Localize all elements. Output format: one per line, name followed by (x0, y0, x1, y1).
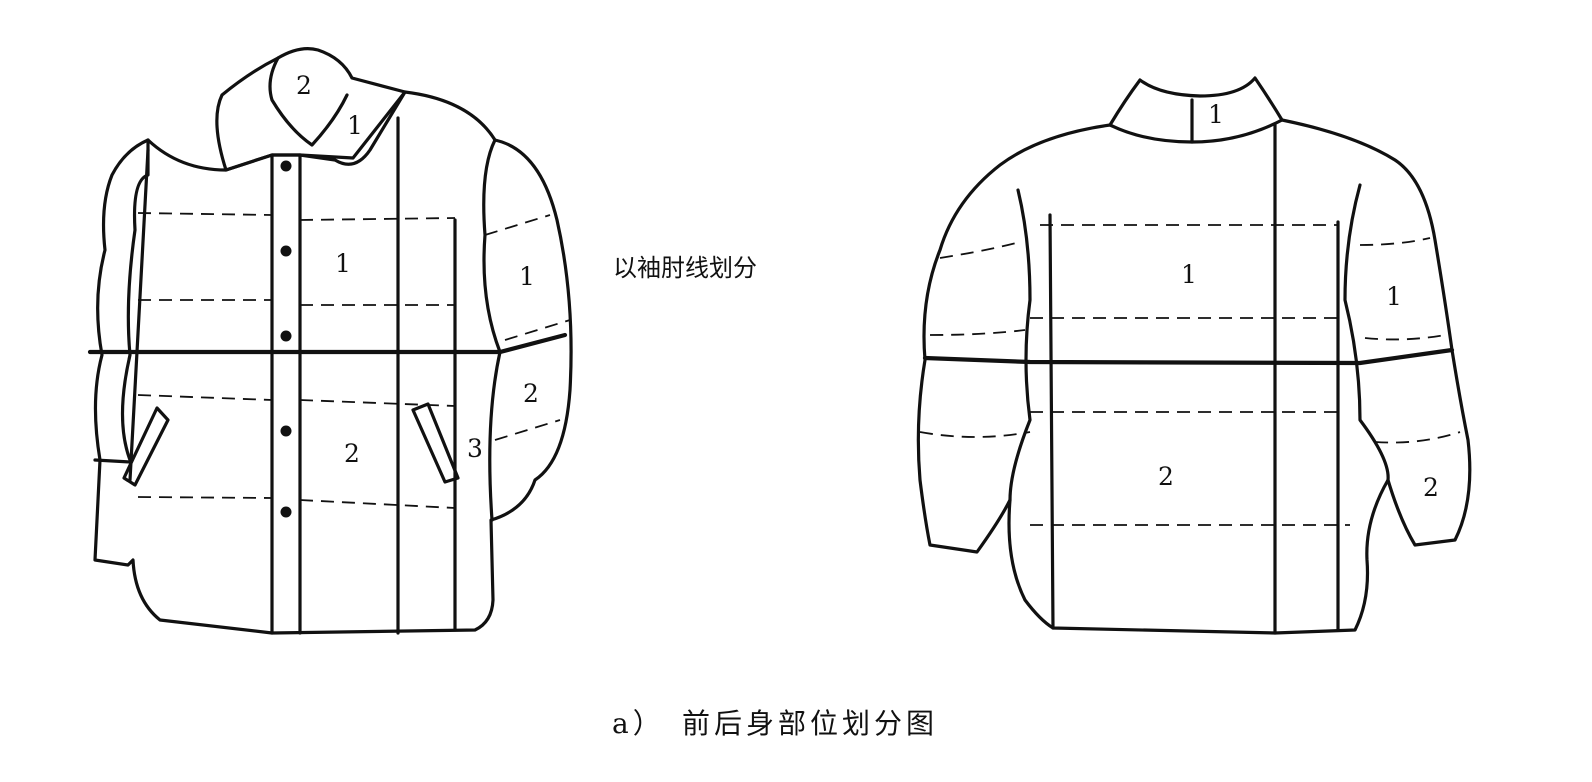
caption-title: 前后身部位划分图 (682, 707, 938, 740)
front-button-5 (280, 506, 292, 518)
back-right-sleeve-seam (1343, 183, 1390, 482)
front-dash-1 (137, 212, 273, 216)
front-right-sleeve-seam (482, 138, 502, 522)
front-placket-label: 3 (467, 434, 483, 463)
back-upper-sleeve-label: 1 (1386, 282, 1402, 311)
front-dash-11 (299, 499, 456, 509)
front-right-pocket-flap (411, 402, 460, 484)
front-body-outline (93, 90, 573, 635)
back-dash-2 (939, 241, 1021, 259)
front-elbow-line (87, 332, 568, 355)
caption-letter: a） (612, 707, 665, 740)
front-lower-sleeve-label: 2 (523, 379, 539, 408)
front-dash-6 (504, 319, 571, 341)
front-upper-sleeve-label: 1 (519, 262, 535, 291)
front-lower-body-label: 2 (344, 439, 360, 468)
back-collar-label: 1 (1208, 100, 1224, 129)
front-left-pocket-flap (122, 406, 170, 487)
front-collar-outer-label: 1 (347, 111, 363, 140)
back-lower-body-label: 2 (1158, 462, 1174, 491)
front-collar-inner (268, 56, 349, 147)
front-collar (215, 47, 407, 172)
elbow-line-annotation: 以袖肘线划分 (613, 254, 757, 282)
back-dash-9 (1374, 431, 1461, 444)
back-dash-3 (1359, 237, 1431, 246)
front-dash-8 (299, 399, 456, 407)
front-dash-2 (299, 217, 456, 221)
back-dash-5 (929, 329, 1026, 336)
back-lower-sleeve-label: 2 (1423, 473, 1439, 502)
front-upper-body-label: 1 (335, 249, 351, 278)
back-left-sleeve-seam (1008, 188, 1032, 502)
front-left-pocket-line (128, 148, 150, 482)
back-dash-6 (1364, 334, 1446, 341)
back-elbow-line (922, 347, 1455, 366)
front-button-1 (280, 160, 292, 172)
front-dash-9 (494, 419, 561, 441)
front-jacket: 2 1 1 1 2 2 3 (87, 47, 573, 635)
front-left-sleeve-cuff (93, 458, 132, 464)
back-upper-body-label: 1 (1181, 260, 1197, 289)
back-left-panel (1048, 213, 1055, 630)
back-body-outline (916, 118, 1472, 635)
front-button-3 (280, 330, 292, 342)
back-dash-8 (919, 431, 1031, 438)
back-collar (1108, 76, 1284, 144)
front-dash-7 (137, 394, 273, 401)
front-collar-inner-label: 2 (296, 71, 312, 100)
back-jacket: 1 1 1 2 2 (916, 76, 1472, 635)
front-button-2 (280, 245, 292, 257)
front-left-sleeve-seam (120, 138, 150, 462)
front-dash-3 (484, 214, 551, 236)
front-dash-10 (137, 496, 273, 499)
front-button-4 (280, 425, 292, 437)
